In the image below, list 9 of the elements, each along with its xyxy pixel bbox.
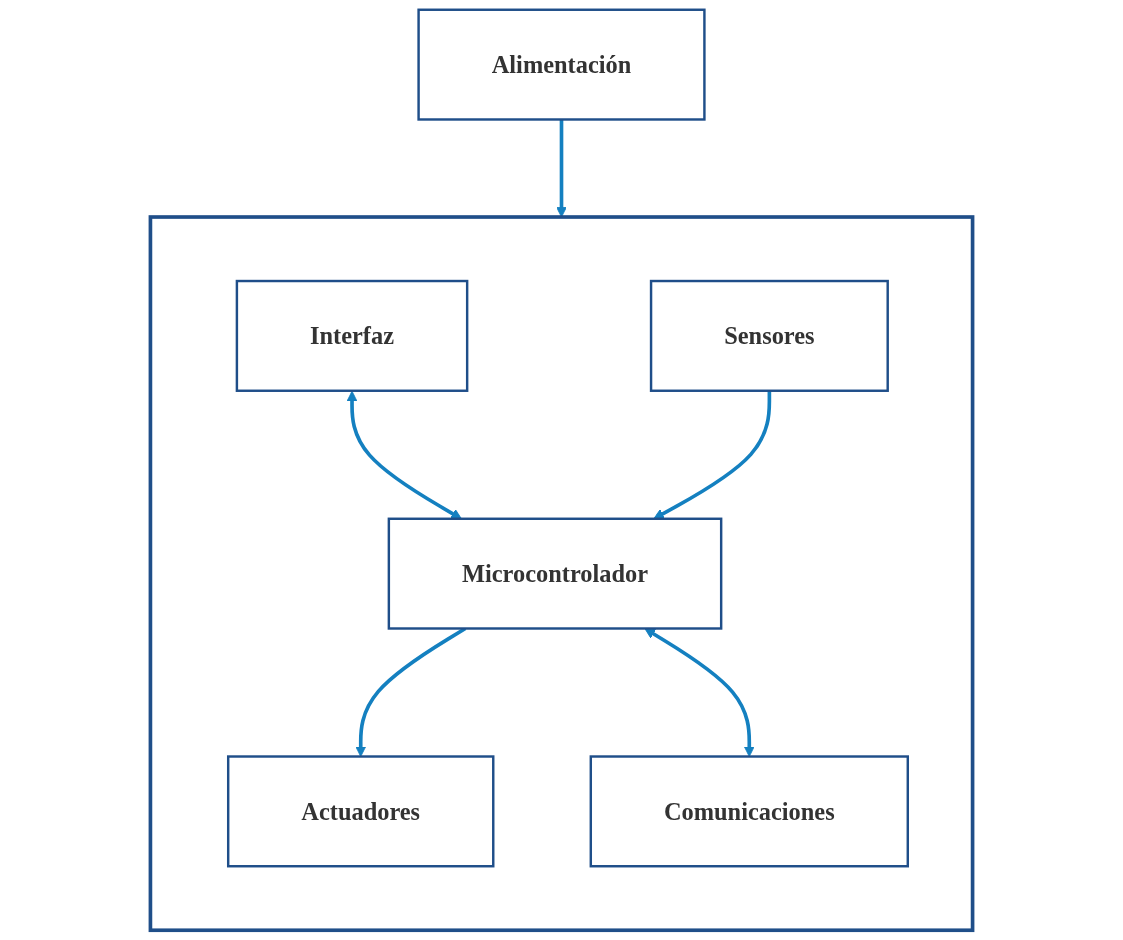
node-box: Alimentación <box>417 8 706 121</box>
arrow <box>644 628 755 757</box>
node-box: Actuadores <box>227 755 495 868</box>
node-box: Sensores <box>649 279 889 392</box>
cluster <box>148 215 975 933</box>
arrow <box>556 119 567 218</box>
node-box: Microcontrolador <box>387 517 723 630</box>
node-box: Interfaz <box>235 279 469 392</box>
node-box: Comunicaciones <box>589 755 909 868</box>
